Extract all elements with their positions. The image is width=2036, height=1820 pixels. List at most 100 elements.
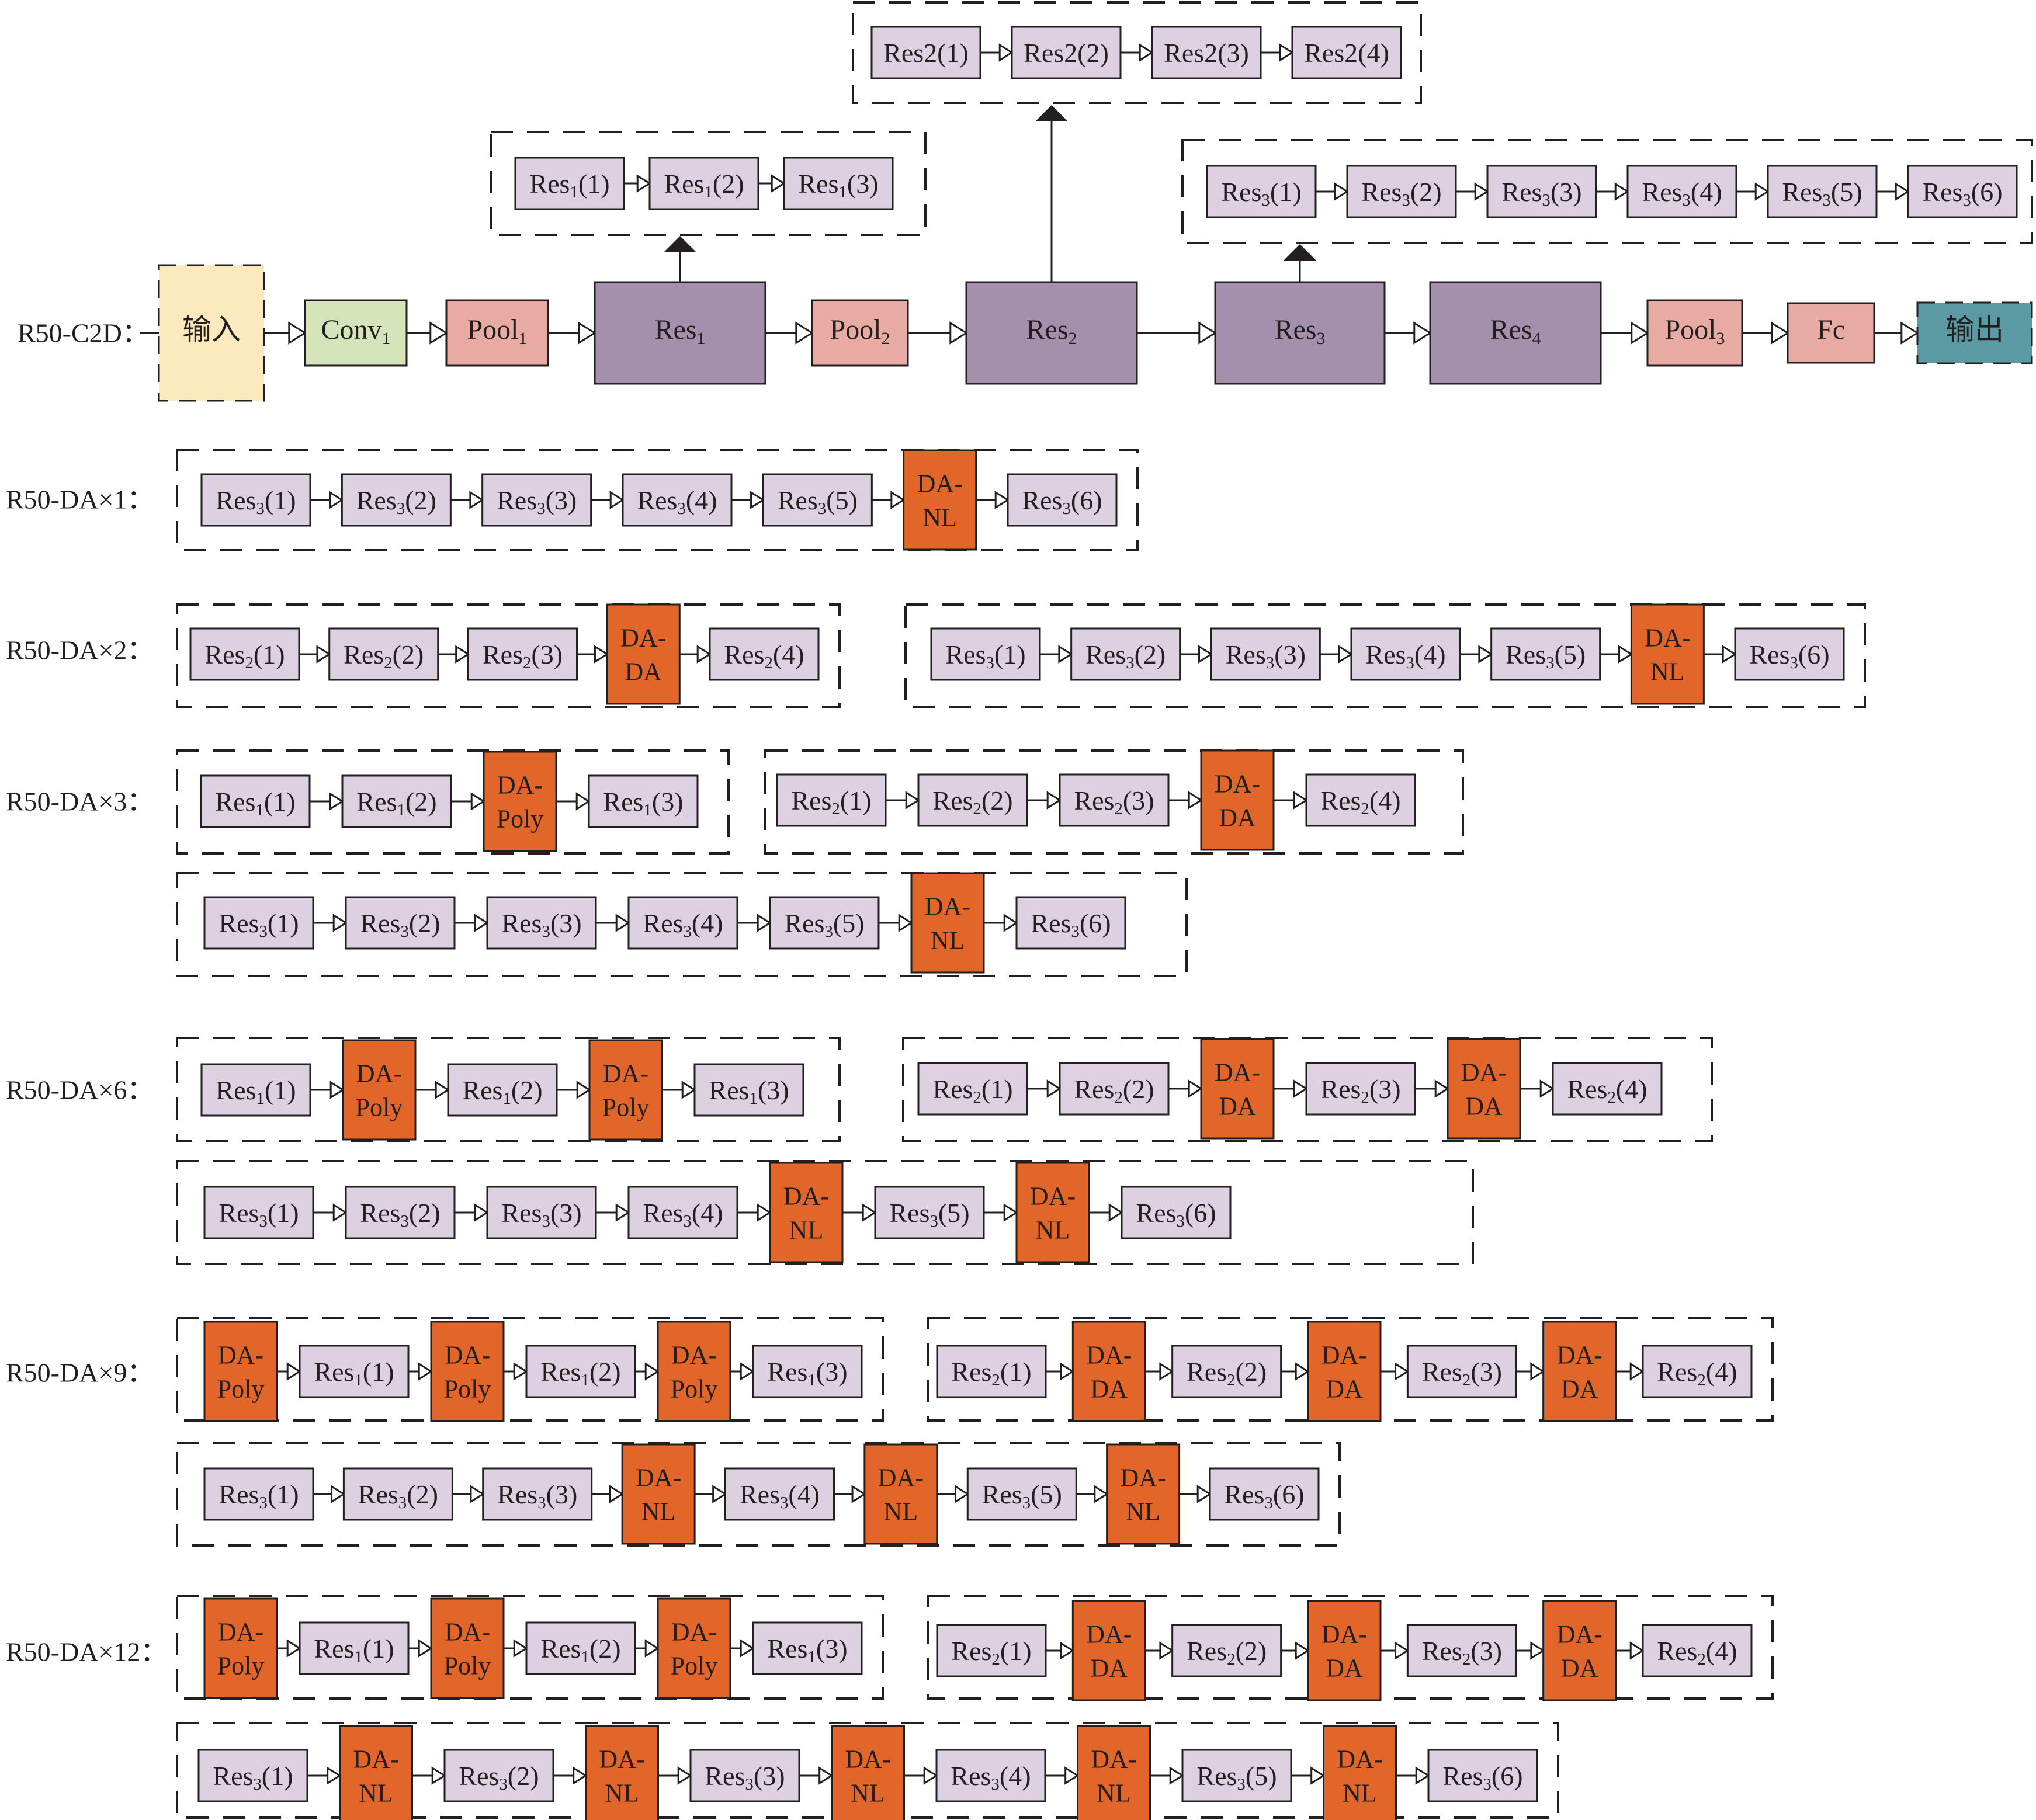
pool2-block-label: Pool2: [830, 314, 890, 348]
variant-0-group-0-res-block: [200, 473, 311, 527]
arrow-head-icon: [429, 321, 448, 345]
variant-1-group-0-res-block: [189, 627, 300, 681]
variant-5-group-2-da-block: [1077, 1725, 1151, 1820]
variant-5-group-0-res-block-label: Res1(1): [314, 1634, 394, 1667]
variant-5-group-2-da-block-label-bottom: NL: [851, 1779, 885, 1808]
res1-expansion-res-block: [783, 157, 894, 210]
variant-5-group-1-res-block-label: Res2(4): [1657, 1636, 1737, 1669]
arrow-head-icon: [470, 792, 485, 811]
res3-block-label: Res3: [1275, 314, 1326, 348]
variant-4-group-1-da-block-label-top: DA-: [1322, 1341, 1367, 1370]
variant-2-group-0-res-block-label: Res1(3): [603, 787, 683, 820]
variant-2-group-1-res-block: [917, 773, 1028, 827]
variant-1-group-1-da-block-label-top: DA-: [1645, 624, 1690, 652]
variant-4-group-2-res-block-label: Res3(3): [497, 1479, 577, 1513]
arrow-head-icon: [576, 1081, 591, 1099]
pool3-block: [1646, 299, 1743, 367]
arrow-head-icon: [1046, 1079, 1062, 1098]
res1-expansion-res-block-label: Res1(2): [664, 169, 744, 202]
arrow-head-icon: [470, 1485, 485, 1503]
variant-5-group-1-res-block: [1642, 1624, 1753, 1677]
arrow-head-icon: [1060, 1641, 1075, 1660]
variant-5-group-1-res-block-label: Res2(1): [951, 1636, 1031, 1669]
variant-4-group-0-res-block: [752, 1345, 863, 1398]
variant-4-group-1-da-block-label-bottom: DA: [1561, 1375, 1598, 1404]
res3-expansion-res-block-label: Res3(6): [1922, 177, 2002, 210]
arrow-head-icon: [316, 645, 331, 664]
variant-5-group-0-res-block-label: Res1(2): [540, 1634, 620, 1667]
variant-4-group-2-da-block-label-top: DA-: [636, 1464, 681, 1492]
input-block-label: 输入: [182, 313, 241, 346]
arrow-head-icon: [286, 1639, 301, 1658]
res1-expansion-res-block: [648, 157, 759, 210]
arrow-head-icon: [1434, 1079, 1449, 1098]
variant-3-group-2-res-block-label: Res3(2): [360, 1198, 440, 1231]
variant-2-group-2-res-block-label: Res3(4): [643, 908, 723, 942]
conv1-block: [304, 299, 408, 367]
variant-3-group-0-res-block: [447, 1063, 558, 1117]
arrow-head-icon: [949, 321, 968, 345]
row-label-variant-5: R50-DA×12：: [6, 1637, 167, 1667]
variant-1-group-0-res-block: [467, 627, 578, 681]
variant-0-group-0-res-block: [481, 473, 592, 527]
arrow-head-icon: [712, 1485, 727, 1503]
variant-4-group-1-res-block: [1406, 1345, 1517, 1398]
variant-4-group-1-res-block: [1642, 1345, 1753, 1398]
variant-4-group-2-da-block-label-top: DA-: [878, 1464, 924, 1492]
variant-0-group-0-res-block: [341, 473, 452, 527]
arrow-head-icon: [1188, 1079, 1203, 1098]
arrow-head-icon: [1293, 1079, 1308, 1098]
variant-3-group-2-res-block-label: Res3(3): [501, 1198, 581, 1231]
variant-2-group-1-res-block-label: Res2(4): [1320, 786, 1400, 819]
variant-5-group-2-res-block: [689, 1749, 800, 1802]
arrow-head-icon: [644, 1362, 660, 1381]
variant-2-group-1-res-block: [1059, 773, 1170, 827]
arrow-head-icon: [288, 321, 307, 345]
variant-4-group-0-res-block-label: Res1(1): [314, 1357, 394, 1390]
variant-0-group-0-da-block-label-top: DA-: [917, 470, 963, 498]
variant-2-group-2-res-block-label: Res3(5): [784, 908, 864, 942]
variant-5-group-2-da-block-label-top: DA-: [845, 1745, 890, 1774]
variant-4-group-0-da-block-label-bottom: Poly: [217, 1375, 265, 1404]
variant-0-group-0-da-block-label-bottom: NL: [922, 503, 957, 532]
arrow-head-icon: [1900, 321, 1919, 345]
arrow-head-icon: [1395, 1641, 1410, 1660]
arrow-head-icon: [636, 174, 651, 193]
variant-5-group-1-da-block-label-top: DA-: [1086, 1620, 1132, 1649]
variant-4-group-2-res-block: [482, 1467, 593, 1521]
res3-expansion-res-block: [1346, 165, 1457, 218]
variant-5-group-1-da-block: [1542, 1600, 1617, 1701]
arrow-head-icon: [1395, 1362, 1410, 1381]
row-label-variant-0: R50-DA×1：: [6, 485, 154, 515]
variant-4-group-0-res-block: [299, 1345, 410, 1398]
arrow-head-icon: [1295, 1362, 1310, 1381]
variant-1-group-1-res-block-label: Res3(3): [1226, 640, 1306, 673]
variant-3-group-1-res-block-label: Res2(1): [932, 1074, 1012, 1107]
arrow-head-icon: [329, 491, 344, 509]
arrow-head-icon: [1139, 43, 1154, 62]
variant-0-group-0-res-block-label: Res3(2): [356, 485, 436, 519]
arrow-head-icon: [1530, 1362, 1545, 1381]
arrow-head-icon: [327, 1766, 342, 1785]
arrow-head-icon: [1198, 645, 1213, 664]
variant-4-group-2-res-block: [1209, 1467, 1320, 1521]
res3-expansion-res-block-label: Res3(1): [1221, 177, 1301, 210]
res1-expansion-frame: [490, 131, 927, 236]
arrow-head-icon: [431, 1766, 446, 1785]
variant-4-group-0-da-block: [430, 1321, 505, 1422]
variant-4-group-0-da-block-label-bottom: Poly: [671, 1375, 718, 1404]
variant-3-group-0-da-block: [342, 1039, 417, 1141]
variant-2-group-2-res-block: [769, 896, 880, 950]
arrow-head-icon: [757, 1203, 772, 1222]
variant-4-group-1-da-block-label-bottom: DA: [1326, 1375, 1363, 1404]
arrow-head-icon: [609, 491, 625, 509]
variant-3-group-2-da-block-label-bottom: NL: [789, 1216, 824, 1245]
variant-4-group-2-da-block: [1106, 1443, 1181, 1545]
res3-expansion-res-block-label: Res3(3): [1501, 177, 1581, 210]
variant-5-group-2-da-block-label-bottom: NL: [605, 1779, 639, 1808]
variant-3-group-2-res-block: [1121, 1186, 1232, 1239]
res4-block: [1429, 281, 1602, 385]
variant-4-group-2-da-block-label-bottom: NL: [1126, 1498, 1160, 1526]
arrow-head-icon: [862, 1203, 877, 1222]
